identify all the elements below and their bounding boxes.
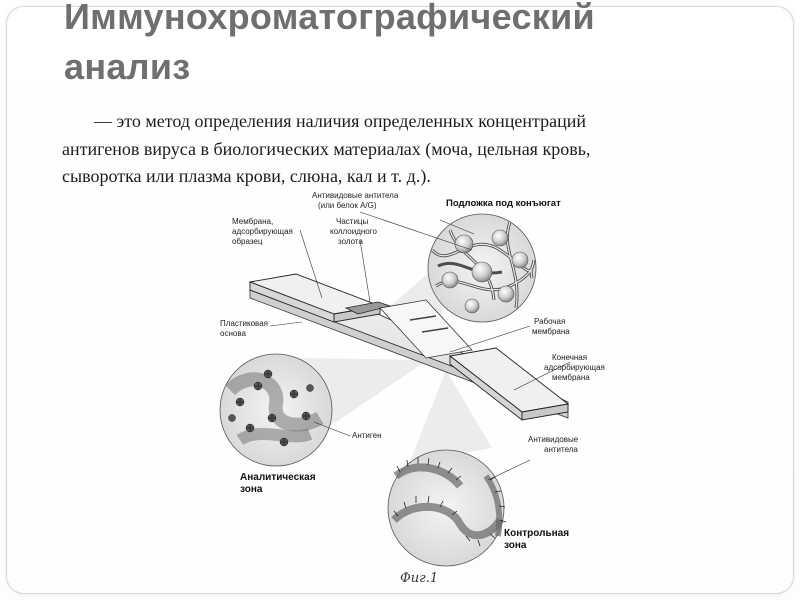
label-control-zone-1: Контрольная: [504, 528, 569, 539]
conjugate-pad-magnified: [427, 213, 537, 323]
label-working-1: Рабочая: [534, 317, 565, 326]
definition-line-1: — это метод определения наличия определе…: [94, 111, 586, 131]
label-membrane-2: адсорбирующая: [232, 227, 293, 236]
label-end-1: Конечная: [552, 353, 587, 362]
analytic-zone-magnified: [219, 353, 333, 467]
test-strip: [248, 273, 570, 421]
label-antibodies-top-2: (или белок A/G): [318, 201, 377, 210]
label-analytic-zone-1: Аналитическая: [240, 472, 316, 483]
label-antigen: Антиген: [352, 431, 382, 440]
label-antibodies-bottom-1: Антивидовые: [528, 435, 579, 444]
label-working-2: мембрана: [532, 327, 570, 336]
figure-caption: Фиг.1: [400, 571, 438, 586]
title-line-1: Иммунохроматографический: [64, 0, 595, 37]
definition-line-3: сыворотка или плазма крови, слюна, кал и…: [62, 166, 431, 186]
title-line-2: анализ: [64, 46, 191, 87]
label-plastic-1: Пластиковая: [220, 319, 268, 328]
label-analytic-zone-2: зона: [240, 484, 263, 495]
control-zone-magnified: [387, 449, 507, 567]
label-gold-2: коллоидного: [330, 227, 377, 236]
gold-particles: [441, 229, 529, 314]
label-end-2: адсорбирующая: [544, 363, 605, 372]
label-membrane-1: Мембрана,: [232, 217, 273, 226]
label-plastic-2: основа: [220, 329, 246, 338]
projection-cone-control: [410, 370, 492, 462]
label-end-3: мембрана: [552, 373, 590, 382]
label-antibodies-top-1: Антивидовые антитела: [312, 191, 399, 200]
label-gold-1: Частицы: [336, 217, 368, 226]
slide-frame: [6, 6, 794, 594]
definition-line-2: антигенов вируса в биологических материа…: [62, 138, 591, 159]
definition-text: — это метод определения наличия определе…: [62, 108, 722, 191]
label-conjugate-pad: Подложка под конъюгат: [446, 198, 561, 209]
slide-title: Иммунохроматографический анализ: [64, 0, 764, 92]
label-control-zone-2: зона: [504, 540, 527, 551]
label-membrane-3: образец: [232, 237, 263, 246]
label-antibodies-bottom-2: антитела: [544, 445, 578, 454]
immunochromatography-diagram: Антивидовые антитела (или белок A/G) Под…: [219, 191, 605, 586]
label-gold-3: золота: [338, 237, 363, 246]
